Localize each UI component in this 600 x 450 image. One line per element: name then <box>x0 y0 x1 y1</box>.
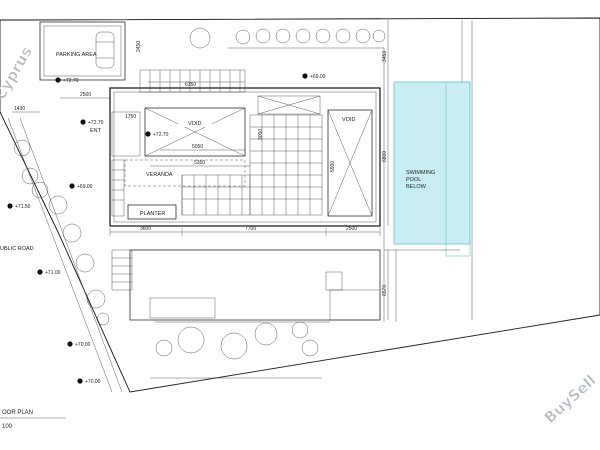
staircase-top <box>139 69 246 93</box>
pool-overflow <box>445 81 471 257</box>
parking-inner <box>43 25 122 77</box>
svg-text:+71.50: +71.50 <box>15 204 31 210</box>
dim-5550: 5550 <box>330 161 336 172</box>
dim-5050: 5050 <box>192 144 203 150</box>
site-boundary-lower <box>129 314 600 393</box>
void-left-cross-2 <box>144 107 246 157</box>
car-symbol <box>95 31 115 69</box>
road-edge <box>7 117 113 393</box>
tree-group-top <box>189 27 386 49</box>
site-boundary <box>0 17 600 393</box>
void-right-cross-2 <box>327 109 373 217</box>
level-marker-6: +71.50 <box>7 203 31 210</box>
swimming-pool <box>393 81 471 245</box>
level-marker-2: +69.00 <box>302 73 326 80</box>
tree-group-left <box>13 139 110 326</box>
svg-text:+69.00: +69.00 <box>77 184 93 190</box>
svg-text:+72.70: +72.70 <box>63 78 79 84</box>
dimension-lines <box>12 20 389 320</box>
watermark-left: l Cyprus <box>0 43 36 112</box>
tree-group-bottom <box>155 321 319 360</box>
dim-3050: 3050 <box>258 129 264 140</box>
veranda-area <box>124 159 246 187</box>
level-marker-8: +70.00 <box>67 341 91 348</box>
road-edge-2 <box>19 117 123 393</box>
level-marker-7: +71.00 <box>37 269 61 276</box>
dim-2500-bottom: 2500 <box>346 226 357 232</box>
plan-scale: 100 <box>2 424 13 430</box>
dim-6350: 6350 <box>185 82 196 88</box>
terrace-tiles <box>181 114 323 216</box>
level-marker-5: +69.00 <box>69 183 93 190</box>
dim-1750: 1750 <box>125 114 136 120</box>
lower-inner-room <box>149 297 216 319</box>
dim-2500: 2500 <box>80 92 91 98</box>
svg-text:+69.00: +69.00 <box>310 74 326 80</box>
staircase-lower <box>111 249 133 291</box>
svg-text:+70.00: +70.00 <box>85 379 101 385</box>
level-marker-4: +72.70 <box>145 131 169 138</box>
dim-1430: 1430 <box>14 106 25 112</box>
dim-3600: 3600 <box>140 226 151 232</box>
pool-label-1: SWIMMING <box>406 170 435 176</box>
parking-area-outline <box>39 21 126 81</box>
void-left <box>144 107 246 157</box>
level-marker-3: +72.70 <box>80 119 104 126</box>
level-marker-1: +72.70 <box>55 77 79 84</box>
lower-wing <box>129 249 381 321</box>
pool-label-2: POOL <box>406 177 421 183</box>
void-left-label: VOID <box>188 121 201 127</box>
lower-right-room <box>329 289 381 321</box>
parking-area-label: PARKING AREA <box>56 52 97 58</box>
svg-text:+72.70: +72.70 <box>153 132 169 138</box>
dim-3450: 3450 <box>382 51 388 62</box>
entrance-block <box>111 111 141 217</box>
plan-title: OOR PLAN <box>2 410 33 416</box>
dim-6800: 6800 <box>382 151 388 162</box>
planter-label: PLANTER <box>140 211 165 217</box>
svg-text:+70.00: +70.00 <box>75 342 91 348</box>
lower-small-box <box>325 271 343 291</box>
svg-text:+71.00: +71.00 <box>45 270 61 276</box>
dim-2450: 2450 <box>136 41 142 52</box>
public-road-label: UBLIC ROAD <box>0 246 34 252</box>
watermark-right: BuySell <box>541 371 600 427</box>
dim-7700: 7700 <box>245 226 256 232</box>
dim-5350: 5350 <box>194 160 205 166</box>
entrance-label: ENT <box>90 128 102 134</box>
void-right-label: VOID <box>342 117 355 123</box>
pool-label-3: BELOW <box>406 184 427 190</box>
svg-text:+72.70: +72.70 <box>88 120 104 126</box>
void-right <box>327 109 373 217</box>
pergola-cross <box>257 95 321 115</box>
veranda-label: VERANDA <box>146 172 173 178</box>
dim-6570: 6570 <box>382 285 388 296</box>
level-marker-9: +70.00 <box>77 378 101 385</box>
planter-box <box>127 204 177 220</box>
